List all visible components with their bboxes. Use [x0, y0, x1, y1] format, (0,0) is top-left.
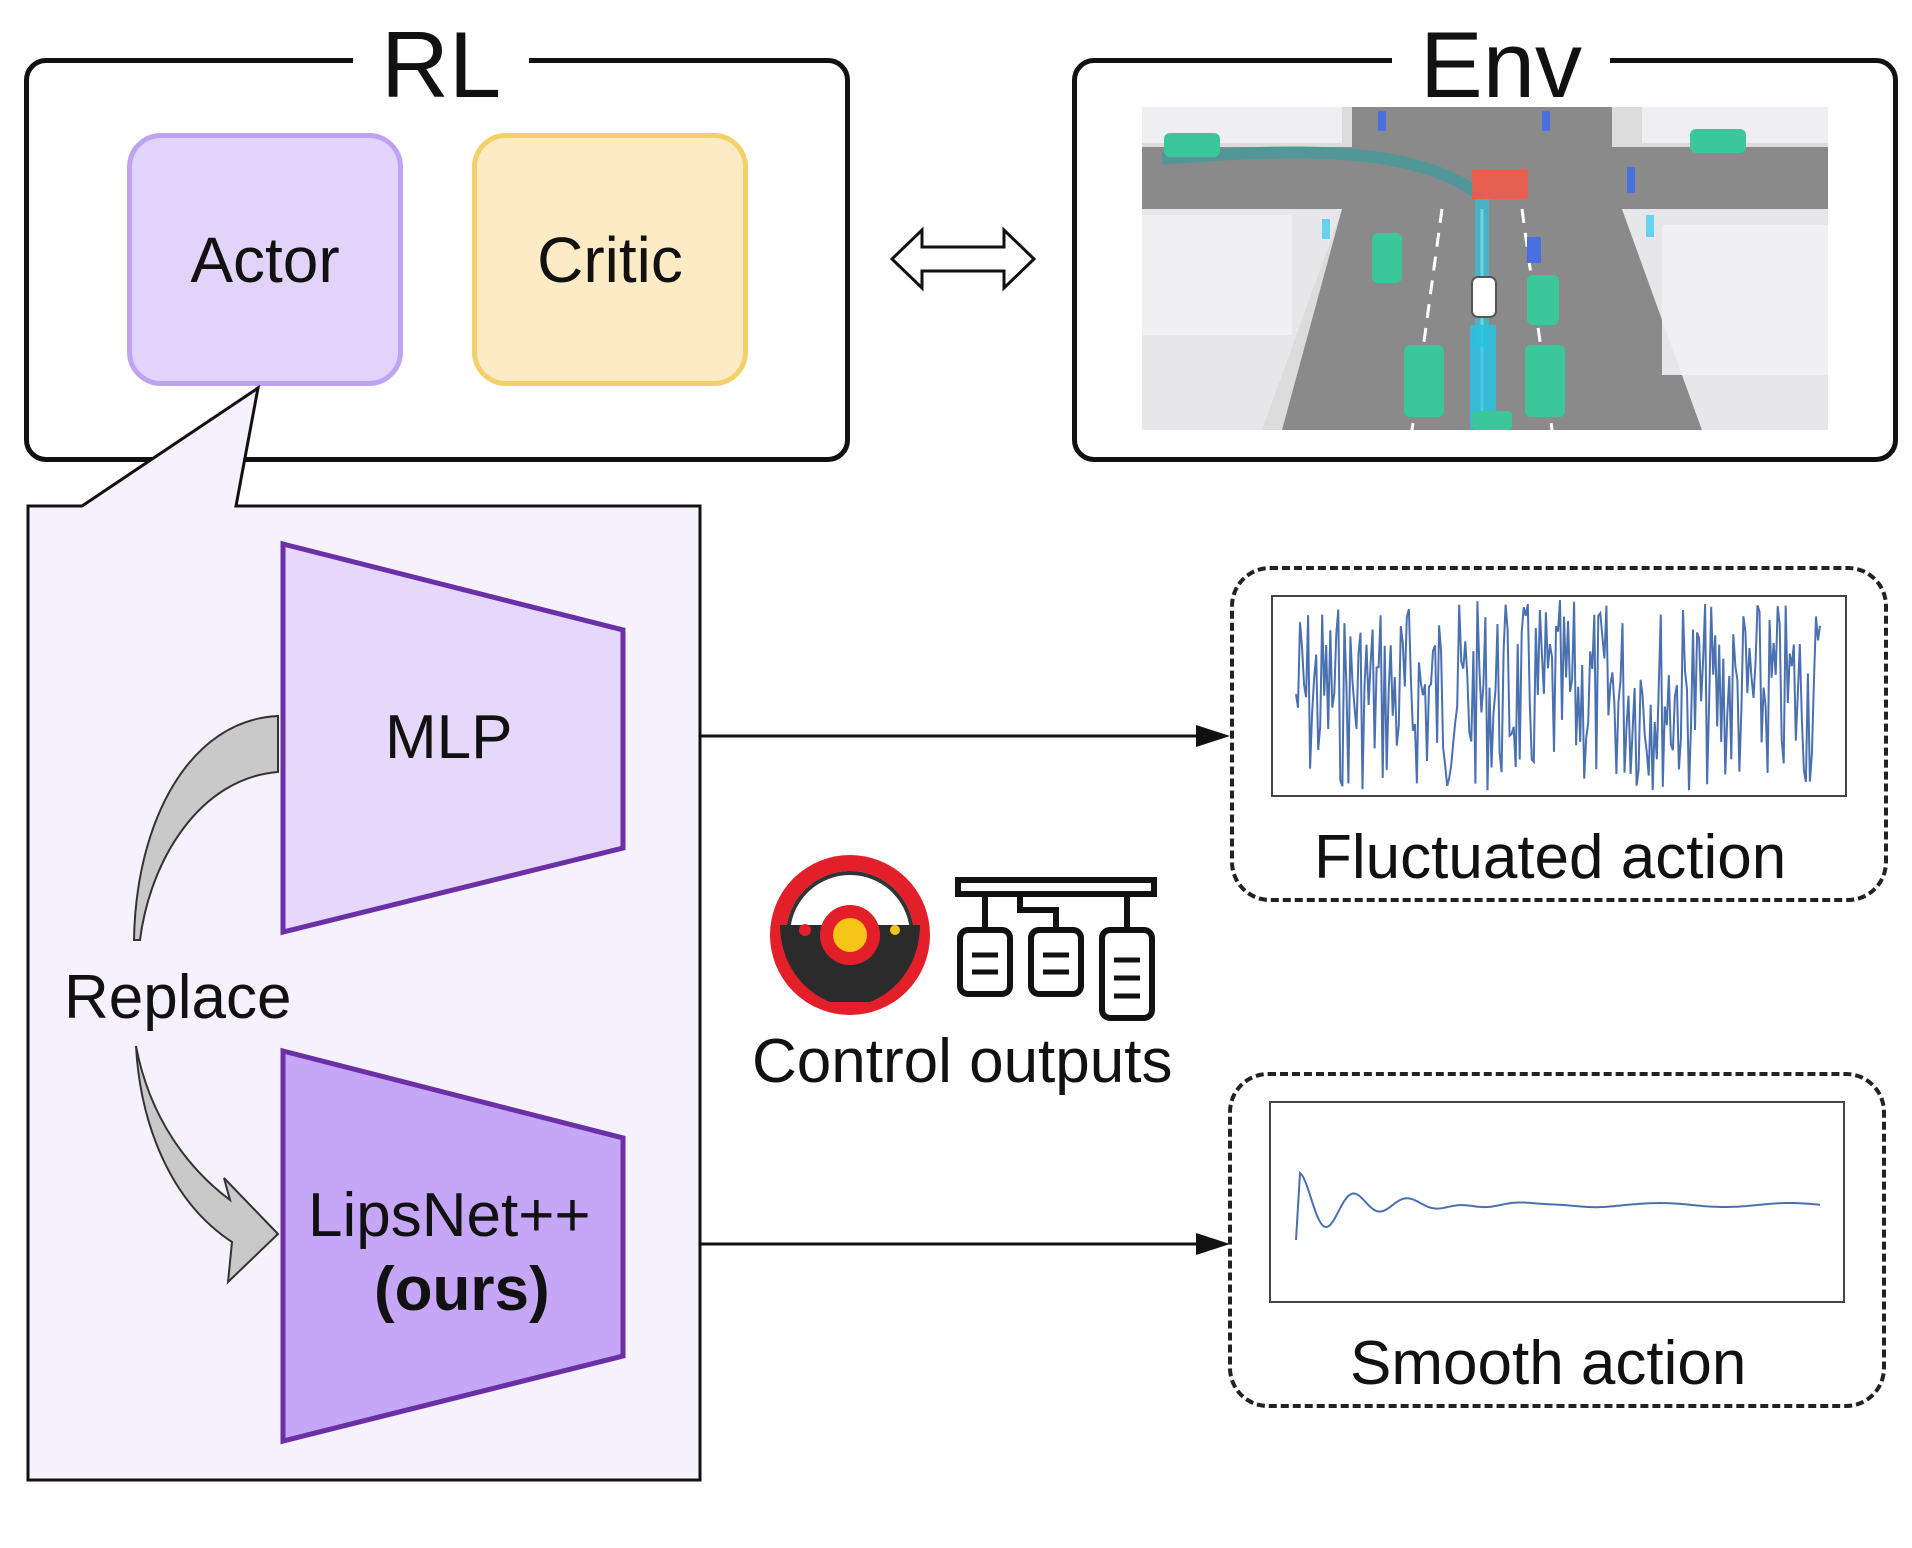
- env-panel-title: Env: [1392, 18, 1610, 112]
- smooth-action-box: [1228, 1072, 1886, 1408]
- control-outputs-label: Control outputs: [752, 1027, 1173, 1096]
- rl-panel-title: RL: [353, 18, 530, 112]
- replace-arrow-icon: [132, 714, 279, 941]
- smooth-action-label: Smooth action: [1350, 1329, 1747, 1398]
- fluctuated-action-label: Fluctuated action: [1314, 823, 1787, 892]
- mlp-label: MLP: [385, 703, 513, 772]
- lipsnet-label: LipsNet++: [308, 1181, 591, 1250]
- env-panel: [1072, 58, 1898, 462]
- actor-box: Actor: [127, 133, 403, 386]
- replace-label: Replace: [64, 963, 292, 1032]
- fluctuated-action-box: [1230, 566, 1888, 902]
- lipsnet-note: (ours): [374, 1255, 550, 1324]
- critic-box: Critic: [472, 133, 748, 386]
